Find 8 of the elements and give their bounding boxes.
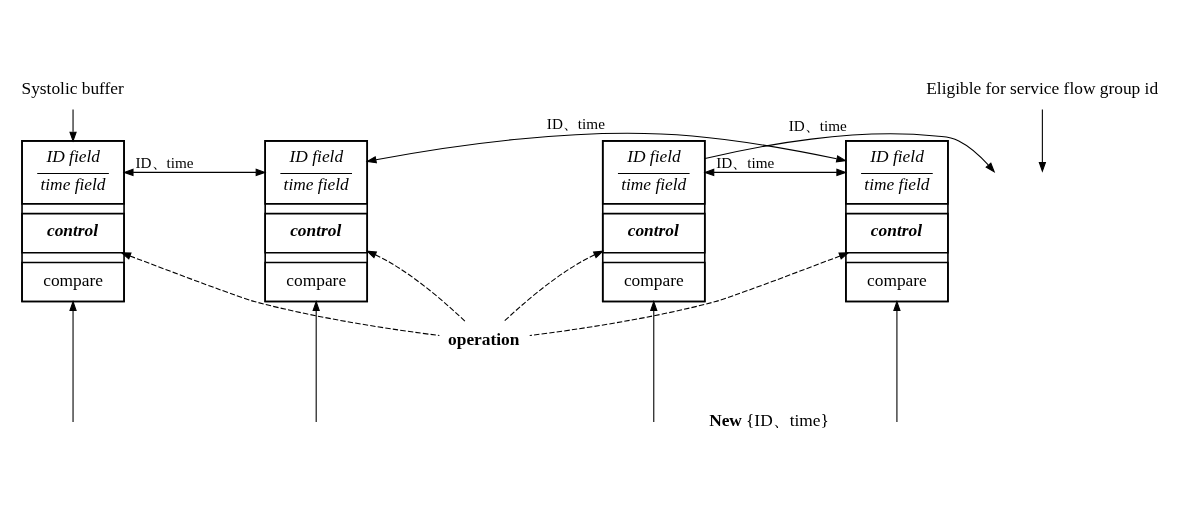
node-text: operation [448, 329, 520, 349]
edge-label: ID、time [716, 154, 775, 172]
node-text: Systolic buffer [21, 79, 124, 99]
edge-label: ID、time [135, 154, 194, 172]
node-text: Eligible for service flow group id [926, 79, 1159, 99]
edge-label: ID、time [788, 117, 847, 135]
label: New {ID、time} [709, 411, 829, 431]
edge-label: ID、time [546, 115, 605, 133]
